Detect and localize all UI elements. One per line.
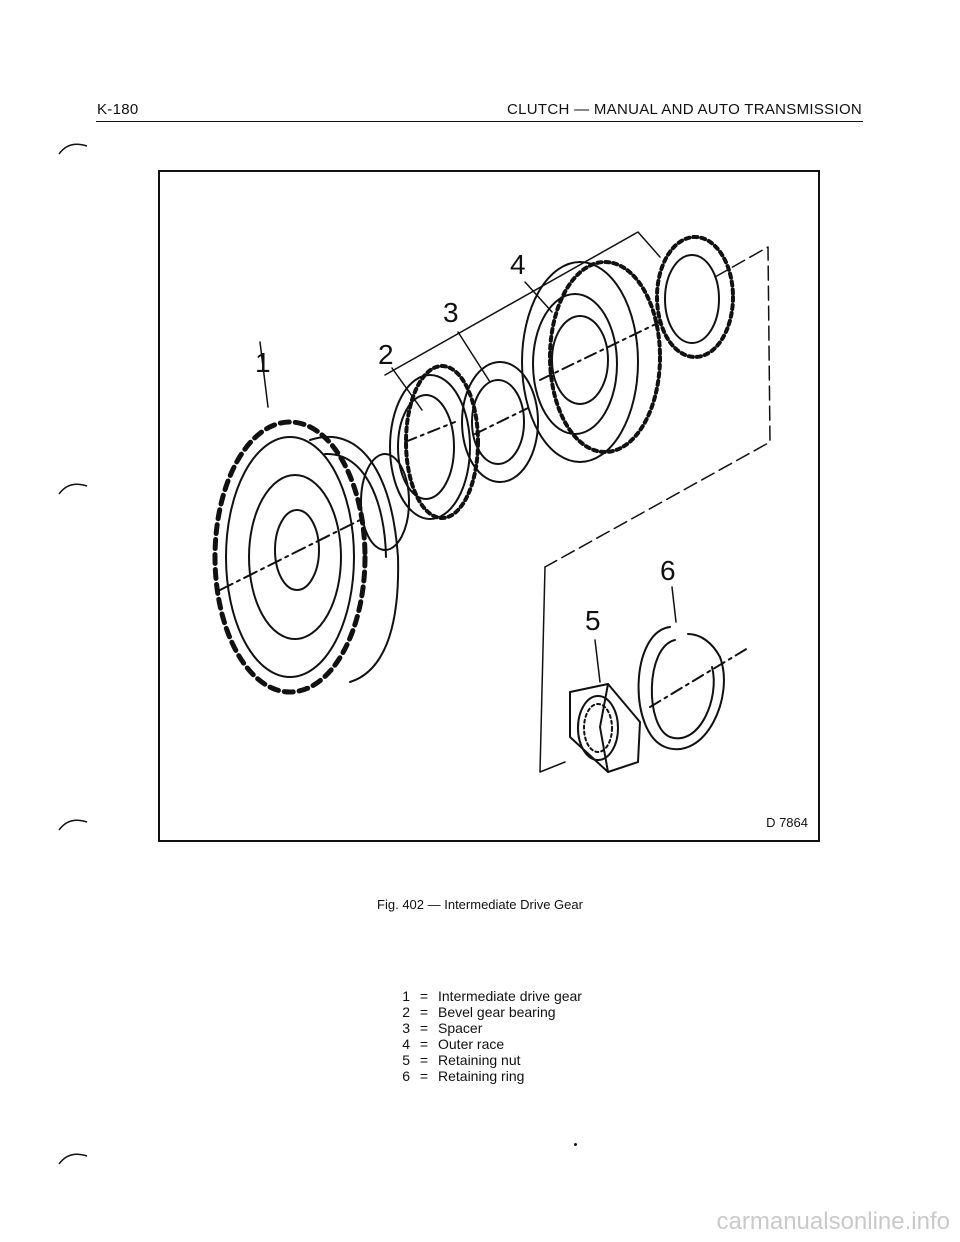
- retaining-ring: [637, 626, 749, 751]
- assembly-guide-lines: [259, 231, 771, 773]
- legend-text: Bevel gear bearing: [438, 1004, 556, 1020]
- legend-equals-sign: =: [419, 1036, 429, 1052]
- drawing-number: D 7864: [766, 815, 808, 830]
- figure-frame: 1 2 3 4 5 6 D 7864: [158, 170, 820, 842]
- legend-equals-sign: =: [419, 1068, 429, 1084]
- header-rule: [96, 121, 863, 122]
- legend-number: 5: [402, 1052, 410, 1068]
- legend-item: 5 = Retaining nut: [398, 1052, 582, 1068]
- legend-equals-sign: =: [419, 1052, 429, 1068]
- legend-item: 3 = Spacer: [398, 1020, 582, 1036]
- legend-number: 3: [402, 1020, 410, 1036]
- legend-equals-sign: =: [419, 988, 429, 1004]
- legend-text: Intermediate drive gear: [438, 988, 582, 1004]
- legend-text: Retaining ring: [438, 1068, 525, 1084]
- figure-caption: Fig. 402 — Intermediate Drive Gear: [377, 897, 583, 912]
- exploded-view-drawing: 1 2 3 4 5 6: [212, 231, 771, 773]
- legend-item: 6 = Retaining ring: [398, 1068, 582, 1084]
- legend-number: 2: [402, 1004, 410, 1020]
- callout-2: 2: [378, 339, 394, 370]
- legend-item: 4 = Outer race: [398, 1036, 582, 1052]
- callout-3: 3: [443, 297, 459, 328]
- intermediate-drive-gear: [212, 419, 410, 695]
- retaining-nut: [569, 683, 641, 773]
- legend-item: 1 = Intermediate drive gear: [398, 988, 582, 1004]
- bevel-gear-bearing: [389, 364, 480, 520]
- watermark: carmanualsonline.info: [716, 1208, 950, 1235]
- legend-number: 4: [402, 1036, 410, 1052]
- parts-legend: 1 = Intermediate drive gear 2 = Bevel gear b…: [398, 988, 582, 1084]
- outer-race: [521, 235, 735, 463]
- legend-equals-sign: =: [419, 1004, 429, 1020]
- callout-5: 5: [585, 605, 601, 636]
- legend-equals-sign: =: [419, 1020, 429, 1036]
- legend-text: Retaining nut: [438, 1052, 521, 1068]
- callout-4: 4: [510, 249, 526, 280]
- callout-6: 6: [660, 555, 676, 586]
- legend-text: Spacer: [438, 1020, 483, 1036]
- legend-number: 6: [402, 1068, 410, 1084]
- legend-item: 2 = Bevel gear bearing: [398, 1004, 582, 1020]
- page-number: K-180: [97, 101, 139, 118]
- running-title: CLUTCH — MANUAL AND AUTO TRANSMISSION: [507, 101, 863, 118]
- callout-1: 1: [255, 347, 271, 378]
- stray-dot: [574, 1143, 577, 1146]
- legend-number: 1: [402, 988, 410, 1004]
- legend-text: Outer race: [438, 1036, 505, 1052]
- spacer: [461, 361, 539, 483]
